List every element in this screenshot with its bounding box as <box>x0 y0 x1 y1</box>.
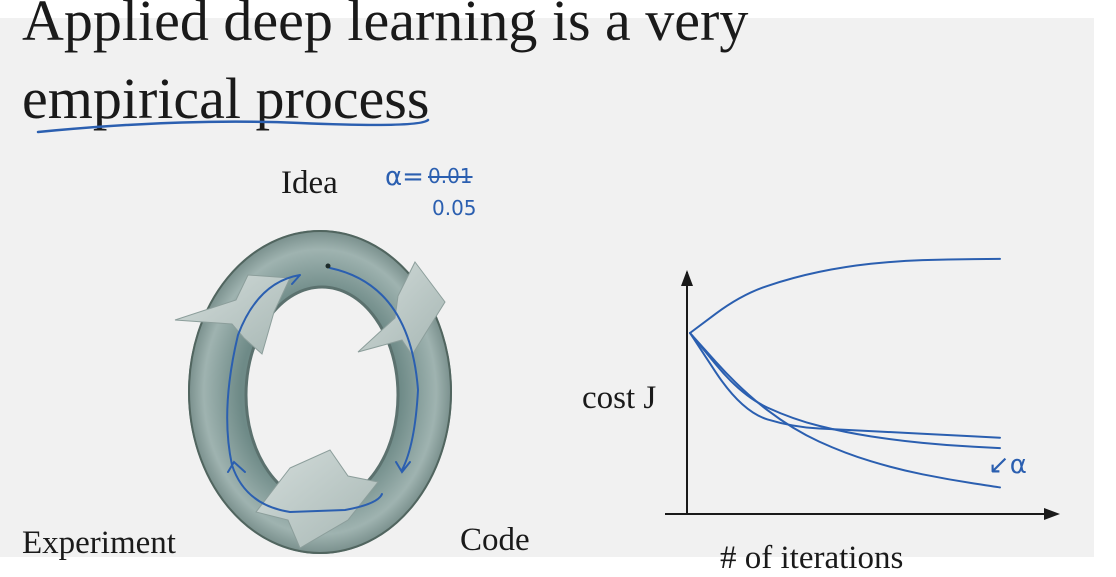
diagram-canvas <box>0 0 1116 557</box>
y-axis-label: cost J <box>582 380 656 417</box>
handwritten-alpha-label: α= <box>385 162 424 192</box>
cycle-label-code: Code <box>460 522 530 559</box>
cost-curve-decreasing <box>690 333 1000 448</box>
slide: Applied deep learning is a very empirica… <box>0 0 1116 557</box>
handwritten-alpha-new-value: 0.05 <box>432 196 477 220</box>
cost-curve-rising <box>690 259 1000 333</box>
cost-chart <box>665 259 1060 520</box>
cost-curves <box>690 259 1000 488</box>
cycle-label-idea: Idea <box>281 165 338 202</box>
handwritten-alpha-arrow: ↙α <box>988 450 1027 480</box>
cycle-label-experiment: Experiment <box>22 525 176 562</box>
cost-curve-decreasing-steep <box>690 333 1000 487</box>
x-axis-arrowhead <box>1044 508 1060 520</box>
handwritten-alpha-old-value: 0.01 <box>428 164 473 188</box>
title-underline <box>38 120 428 132</box>
y-axis-arrowhead <box>681 270 693 286</box>
x-axis-label: # of iterations <box>720 540 903 577</box>
cycle-start-dot <box>326 264 331 269</box>
